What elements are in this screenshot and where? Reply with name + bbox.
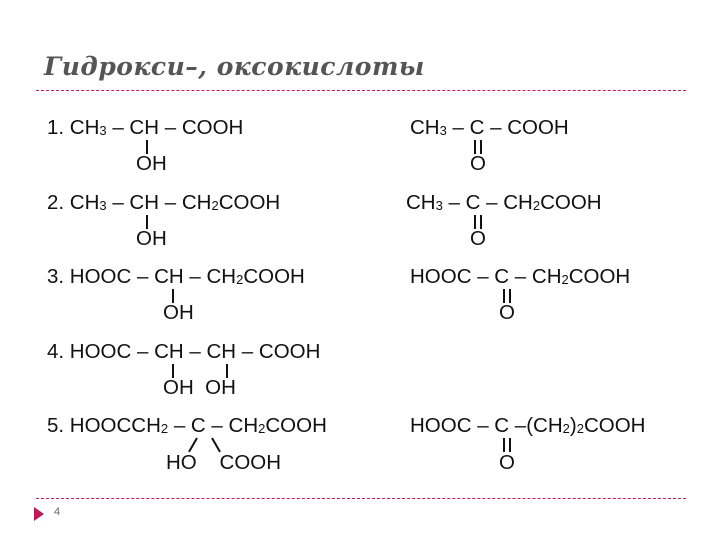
double-bond — [503, 289, 511, 303]
oxo-substituent-2: O — [470, 227, 486, 250]
formula-3-hydroxy: 3. HOOC – CH – CH2COOH — [47, 265, 305, 288]
oxo-substituent-5: O — [499, 451, 515, 474]
slide-title: Гидрокси–, оксокислоты — [44, 52, 425, 81]
single-bond — [146, 140, 148, 154]
triangle-marker-icon — [34, 507, 44, 521]
single-bond — [172, 364, 174, 378]
substituent-2: OH — [136, 227, 167, 250]
formula-5-oxo: HOOC – C –(CH2)2COOH — [410, 414, 646, 437]
double-bond — [503, 438, 511, 452]
substituent-5: HO COOH — [166, 451, 282, 474]
substituent-3: OH — [163, 301, 194, 324]
single-bond — [226, 364, 228, 378]
bottom-divider — [36, 498, 686, 499]
substituent-1: OH — [136, 152, 167, 175]
formula-4-hydroxy: 4. HOOC – CH – CH – COOH — [47, 340, 321, 363]
formula-5-hydroxy: 5. HOOCCH2 – C – CH2COOH — [47, 414, 327, 437]
single-bond — [146, 215, 148, 229]
top-divider — [36, 90, 686, 91]
formula-1-oxo: CH3 – C – COOH — [410, 116, 569, 139]
page-number: 4 — [54, 506, 61, 518]
oxo-substituent-1: O — [470, 152, 486, 175]
oxo-substituent-3: O — [499, 301, 515, 324]
formula-3-oxo: HOOC – C – CH2COOH — [410, 265, 631, 288]
formula-1-hydroxy: 1. CH3 – CH – COOH — [47, 116, 244, 139]
double-bond — [474, 140, 482, 154]
substituent-4: OH OH — [163, 376, 236, 399]
double-bond — [474, 215, 482, 229]
single-bond — [172, 289, 174, 303]
formula-2-oxo: CH3 – C – CH2COOH — [406, 191, 602, 214]
formula-2-hydroxy: 2. CH3 – CH – CH2COOH — [47, 191, 281, 214]
